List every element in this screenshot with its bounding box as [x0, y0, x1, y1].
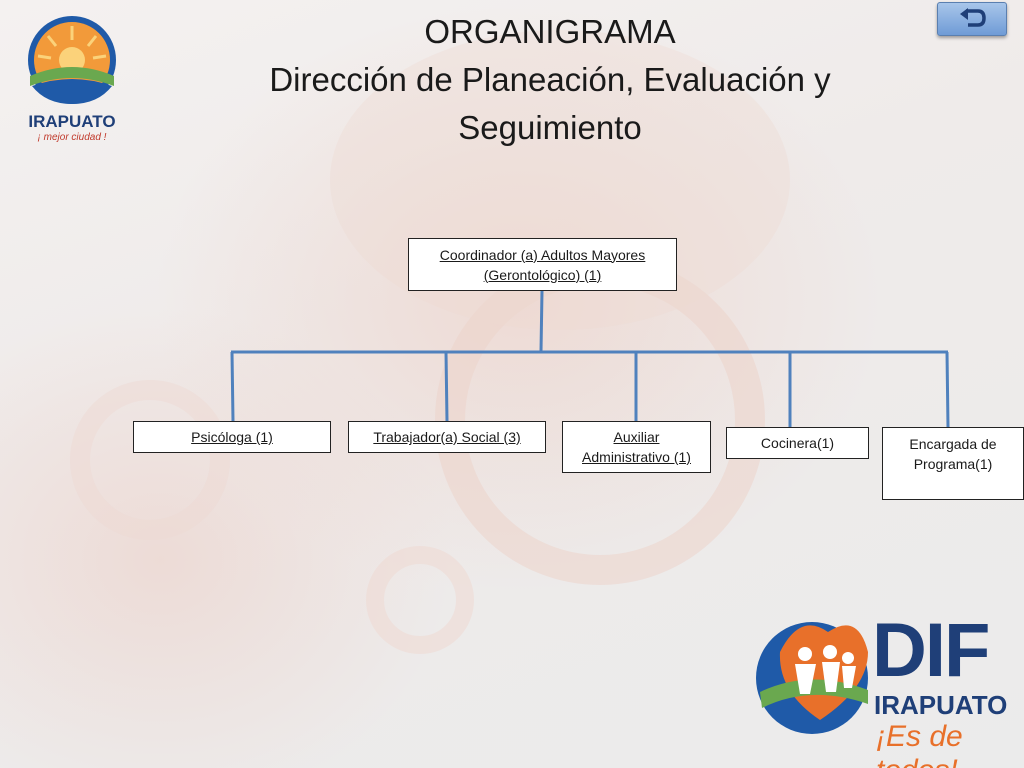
- connector-child-2: [444, 351, 449, 422]
- page-title: ORGANIGRAMA: [424, 13, 676, 50]
- org-node-trabajador-social-label: Trabajador(a) Social (3): [373, 429, 521, 445]
- back-button[interactable]: [937, 2, 1007, 36]
- org-node-cocinera-label: Cocinera(1): [760, 435, 835, 451]
- org-node-coordinator-label: Coordinador (a) Adultos Mayores (Geronto…: [440, 245, 645, 285]
- org-node-encargada-programa[interactable]: Encargada de Programa(1): [882, 427, 1024, 500]
- connector-root: [539, 290, 544, 352]
- org-node-coordinator-line2: (Gerontológico) (1): [483, 266, 602, 283]
- org-node-encargada-line1: Encargada de: [909, 436, 997, 452]
- org-node-psicologa-label: Psicóloga (1): [191, 429, 273, 445]
- dif-logo: DIF IRAPUATO ¡Es de todos!: [750, 608, 1010, 768]
- org-node-auxiliar-label: Auxiliar Administrativo (1): [582, 427, 691, 467]
- irapuato-logo-tagline: ¡ mejor ciudad !: [37, 132, 107, 143]
- org-node-auxiliar-line1: Auxiliar: [613, 429, 660, 445]
- sun-logo-icon: [28, 16, 116, 104]
- org-node-cocinera[interactable]: Cocinera(1): [726, 427, 869, 459]
- dif-logo-slogan: ¡Es de todos!: [876, 720, 963, 768]
- return-arrow-icon: [960, 8, 986, 27]
- connector-child-5: [945, 351, 950, 428]
- irapuato-logo: IRAPUATO ¡ mejor ciudad !: [18, 12, 126, 152]
- org-node-auxiliar-administrativo[interactable]: Auxiliar Administrativo (1): [562, 421, 711, 473]
- dif-logo-name: DIF: [872, 608, 990, 693]
- page-subtitle-line1: Dirección de Planeación, Evaluación y: [269, 61, 831, 98]
- connector-child-1: [230, 351, 235, 422]
- org-node-auxiliar-line2: Administrativo (1): [582, 449, 691, 465]
- org-node-encargada-label: Encargada de Programa(1): [909, 434, 996, 474]
- org-node-coordinator[interactable]: Coordinador (a) Adultos Mayores (Geronto…: [408, 238, 677, 291]
- org-node-psicologa[interactable]: Psicóloga (1): [133, 421, 331, 453]
- dif-logo-emblem-icon: [756, 622, 868, 734]
- org-node-coordinator-line1: Coordinador (a) Adultos Mayores: [439, 246, 646, 263]
- page-subtitle-line2: Seguimiento: [458, 109, 642, 146]
- org-node-encargada-line2: Programa(1): [913, 456, 993, 472]
- dif-logo-city: IRAPUATO: [874, 690, 1008, 720]
- irapuato-logo-name: IRAPUATO: [28, 112, 116, 131]
- org-node-trabajador-social[interactable]: Trabajador(a) Social (3): [348, 421, 546, 453]
